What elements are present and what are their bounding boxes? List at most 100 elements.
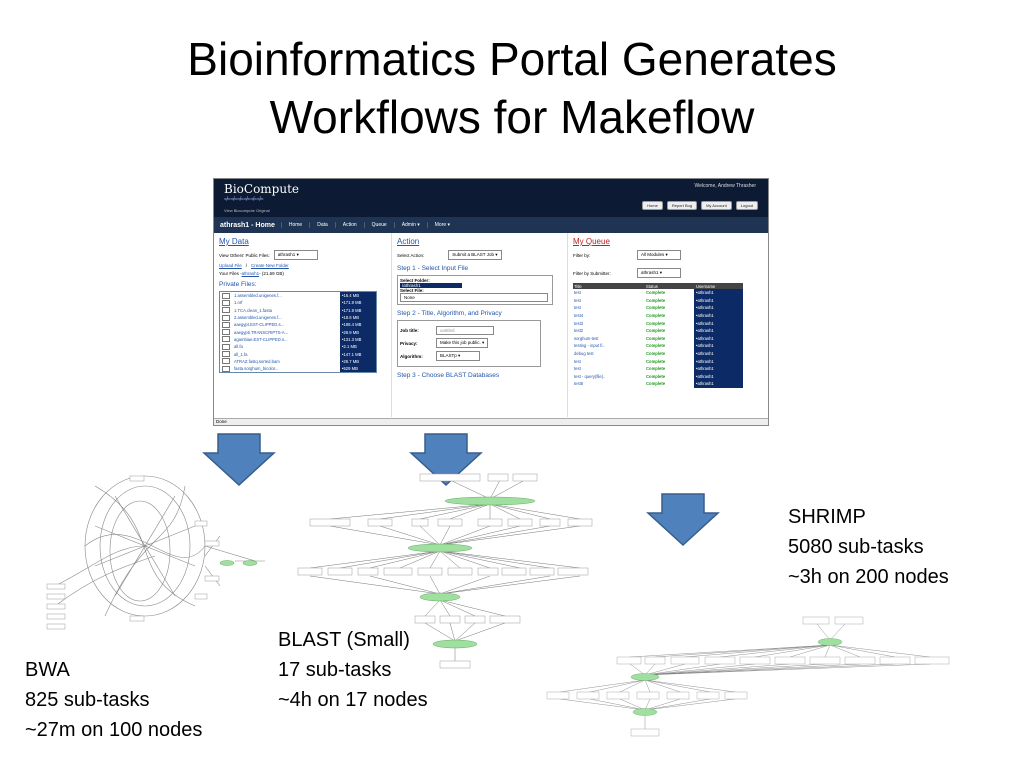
queue-job-title[interactable]: test6 bbox=[574, 381, 584, 387]
file-checkbox[interactable] bbox=[222, 299, 230, 306]
file-size: • 171.9 MB bbox=[340, 306, 376, 314]
my-queue-heading[interactable]: My Queue bbox=[573, 237, 610, 246]
privacy-select[interactable]: Make this job public. ▾ bbox=[436, 338, 489, 348]
file-name[interactable]: 2.assembled.unigenes.f... bbox=[234, 315, 282, 321]
file-name[interactable]: ATRAZ.fastq.sorted.bam bbox=[234, 358, 280, 364]
file-checkbox[interactable] bbox=[222, 321, 230, 328]
file-checkbox[interactable] bbox=[222, 329, 230, 336]
file-row[interactable]: all_1.fa• 147.1 MB bbox=[220, 350, 376, 358]
select-folder-value[interactable]: /athrash1 bbox=[400, 283, 462, 288]
header-buttons: Home Report Bug My Account Logout bbox=[642, 201, 758, 210]
queue-job-title[interactable]: test bbox=[574, 358, 581, 364]
queue-job-title[interactable]: sorghum-test bbox=[574, 335, 599, 341]
queue-job-status: Complete bbox=[646, 305, 666, 311]
queue-job-title[interactable]: debug test bbox=[574, 351, 594, 357]
file-row[interactable]: 1.TCA.clean_1.fasta • 171.9 MB bbox=[220, 306, 376, 314]
view-others-select[interactable]: athrash1 ▾ bbox=[273, 250, 318, 260]
queue-job-title[interactable]: test bbox=[574, 366, 581, 372]
create-folder-link[interactable]: Create New Folder bbox=[251, 263, 289, 268]
file-checkbox[interactable] bbox=[222, 292, 230, 299]
queue-table-header: Title Status Username bbox=[573, 283, 743, 289]
file-checkbox[interactable] bbox=[222, 358, 230, 365]
file-row[interactable]: fasta.sorghum_bicolor...• 529 MB bbox=[220, 364, 376, 373]
file-name[interactable]: 1.TCA.clean_1.fasta bbox=[234, 307, 272, 313]
file-name[interactable]: fasta.sorghum_bicolor... bbox=[234, 366, 279, 372]
queue-job-title[interactable]: test - query(file).. bbox=[574, 373, 606, 379]
file-row[interactable]: ATRAZ.fastq.sorted.bam• 26.7 MB bbox=[220, 357, 376, 365]
your-files-link[interactable]: athrash1 bbox=[241, 271, 260, 276]
file-checkbox[interactable] bbox=[222, 343, 230, 350]
queue-job-status: Complete bbox=[646, 381, 666, 387]
file-row[interactable]: 2.assembled.unigenes.f...• 18.6 MB bbox=[220, 313, 376, 322]
portal-brand[interactable]: BioCompute bbox=[224, 182, 299, 196]
select-file-select[interactable]: None bbox=[400, 293, 548, 302]
filter-by-select[interactable]: All Modules ▾ bbox=[637, 250, 681, 260]
queue-job-title[interactable]: test4 bbox=[574, 313, 584, 319]
queue-job-title[interactable]: test3 bbox=[574, 320, 584, 326]
file-row[interactable]: 1.nrf• 171.9 MB bbox=[220, 299, 376, 307]
queue-job-title[interactable]: test bbox=[574, 305, 581, 311]
my-account-button[interactable]: My Account bbox=[701, 201, 732, 210]
file-name[interactable]: aaegypti.TRANSCRIPTS-A... bbox=[234, 329, 289, 335]
filter-submitter-select[interactable]: athrash1 ▾ bbox=[637, 268, 681, 278]
file-checkbox[interactable] bbox=[222, 365, 230, 372]
file-row[interactable]: aaegypt.EST-CLIPPED.s...• 188.4 MB bbox=[220, 321, 376, 329]
col-status[interactable]: Status bbox=[646, 283, 658, 289]
select-action-select[interactable]: Submit a BLAST Job ▾ bbox=[448, 250, 502, 260]
logout-button[interactable]: Logout bbox=[735, 201, 758, 210]
report-bug-button[interactable]: Report Bug bbox=[666, 201, 698, 210]
file-name[interactable]: 1.assembled.unigenes.f... bbox=[234, 293, 282, 299]
file-name[interactable]: agambiae.EST-CLIPPED.s... bbox=[234, 336, 288, 342]
file-checkbox[interactable] bbox=[222, 351, 230, 358]
algorithm-select[interactable]: BLASTp ▾ bbox=[436, 351, 480, 361]
queue-job-user-value: athrash1 bbox=[697, 328, 714, 334]
algorithm-row: Algorithm:BLASTp ▾ bbox=[400, 351, 538, 361]
file-checkbox[interactable] bbox=[222, 314, 230, 321]
action-heading[interactable]: Action bbox=[397, 237, 420, 246]
nav-queue[interactable]: Queue bbox=[363, 222, 394, 228]
queue-job-title[interactable]: test2 bbox=[574, 328, 584, 334]
queue-job-user: • athrash1 bbox=[694, 342, 743, 350]
bwa-name: BWA bbox=[25, 659, 70, 681]
col-title[interactable]: Title bbox=[574, 283, 582, 289]
file-size-value: 28.9 MB bbox=[343, 329, 360, 335]
file-row[interactable]: all.fa• 2.1 MB bbox=[220, 343, 376, 351]
nav-action[interactable]: Action bbox=[334, 222, 364, 228]
nav-admin[interactable]: Admin ▾ bbox=[393, 222, 427, 228]
queue-row[interactable]: testing - input fi..Complete• athrash1 bbox=[573, 342, 743, 350]
nav-brand[interactable]: athrash1 - Home bbox=[220, 221, 275, 229]
private-files-label: Private Files: bbox=[219, 281, 257, 288]
nav-home[interactable]: Home bbox=[280, 222, 309, 228]
file-name[interactable]: 1.nrf bbox=[234, 300, 243, 306]
nav-more[interactable]: More ▾ bbox=[426, 222, 457, 228]
file-name[interactable]: all_1.fa bbox=[234, 351, 248, 357]
queue-job-title[interactable]: test bbox=[574, 290, 581, 296]
queue-job-title[interactable]: testing - input fi.. bbox=[574, 343, 605, 349]
job-title-input[interactable]: untitled bbox=[436, 326, 494, 335]
file-row[interactable]: aaegypti.TRANSCRIPTS-A...• 28.9 MB bbox=[220, 328, 376, 336]
queue-row[interactable]: test - query(file)..Complete• athrash1 bbox=[573, 372, 743, 381]
file-row[interactable]: 1.assembled.unigenes.f...• 16.4 MB bbox=[220, 292, 376, 300]
upload-file-link[interactable]: Upload File bbox=[219, 263, 242, 268]
nav-data[interactable]: Data bbox=[309, 222, 335, 228]
file-checkbox[interactable] bbox=[222, 307, 230, 314]
home-button[interactable]: Home bbox=[642, 201, 663, 210]
my-data-heading[interactable]: My Data bbox=[219, 237, 249, 246]
file-name[interactable]: aaegypt.EST-CLIPPED.s... bbox=[234, 322, 285, 328]
file-row[interactable]: agambiae.EST-CLIPPED.s...• 131.3 MB bbox=[220, 335, 376, 344]
queue-job-title[interactable]: test bbox=[574, 297, 581, 303]
col-username[interactable]: Username bbox=[694, 283, 743, 289]
file-name[interactable]: all.fa bbox=[234, 344, 243, 350]
file-checkbox[interactable] bbox=[222, 336, 230, 343]
